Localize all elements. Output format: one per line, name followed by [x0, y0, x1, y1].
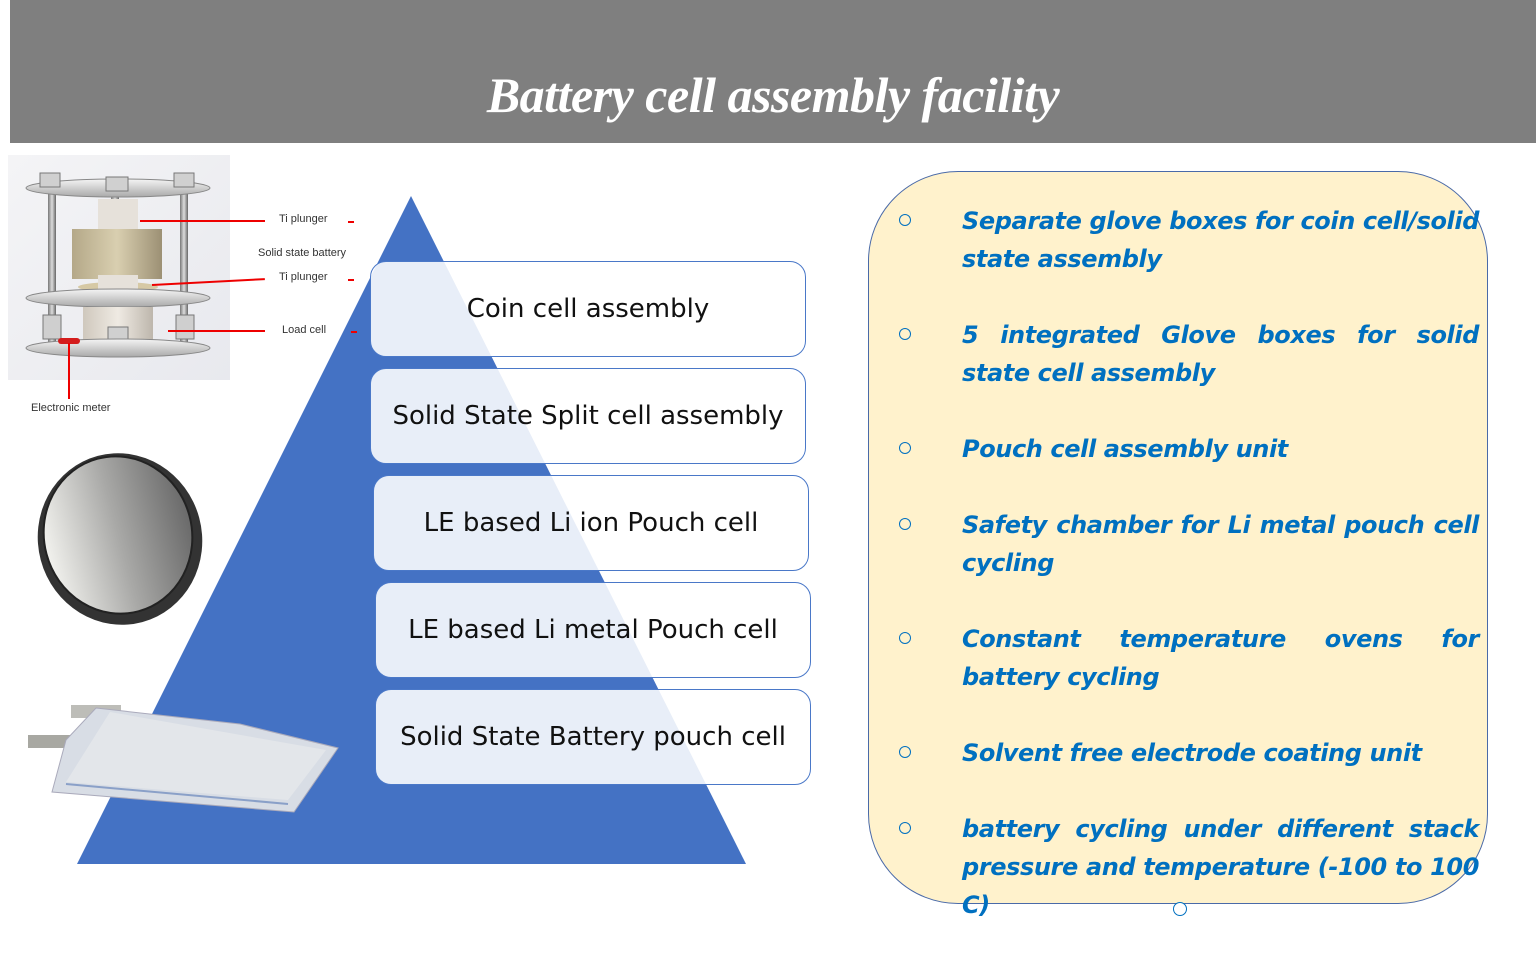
label-load-cell: Load cell [282, 324, 327, 336]
pouch-cell-image [28, 705, 339, 813]
facilities-list: Separate glove boxes for coin cell/solid… [899, 202, 1479, 962]
facilities-panel: Separate glove boxes for coin cell/solid… [868, 171, 1488, 919]
shape-resize-handle[interactable] [1173, 902, 1187, 916]
circle-bullet-icon [899, 746, 911, 758]
coin-cell-image [37, 453, 203, 625]
facility-item: battery cycling under different stack pr… [899, 810, 1479, 924]
split-cell-rig-illustration [25, 172, 211, 358]
circle-bullet-icon [899, 822, 911, 834]
circle-bullet-icon [899, 632, 911, 644]
level-label: Solid State Split cell assembly [392, 401, 784, 431]
pyramid-level-split-cell: Solid State Split cell assembly [370, 368, 806, 464]
dash-marker [348, 221, 354, 223]
level-label: LE based Li ion Pouch cell [423, 508, 759, 538]
pyramid-level-li-metal-pouch: LE based Li metal Pouch cell [375, 582, 811, 678]
label-solid-state-battery: Solid state battery [258, 247, 347, 259]
split-cell-rig-image [8, 155, 230, 380]
pyramid-level-li-ion-pouch: LE based Li ion Pouch cell [373, 475, 809, 571]
circle-bullet-icon [899, 328, 911, 340]
level-label: LE based Li metal Pouch cell [408, 615, 778, 645]
arrow-electronic-meter [68, 343, 70, 399]
circle-bullet-icon [899, 442, 911, 454]
facility-item: Constant temperature ovens for battery c… [899, 620, 1479, 696]
dash-marker [351, 331, 357, 333]
level-label: Coin cell assembly [466, 294, 710, 324]
title-banner: Battery cell assembly facility [10, 0, 1536, 143]
label-ti-plunger-top: Ti plunger [279, 213, 328, 225]
facility-item: Solvent free electrode coating unit [899, 734, 1479, 772]
label-ti-plunger-bottom: Ti plunger [279, 271, 328, 283]
arrow-ti-plunger-top [140, 220, 265, 222]
facility-item: Separate glove boxes for coin cell/solid… [899, 202, 1479, 278]
arrow-load-cell [168, 330, 265, 332]
level-label: Solid State Battery pouch cell [400, 722, 786, 752]
facility-item: Pouch cell assembly unit [899, 430, 1479, 468]
circle-bullet-icon [899, 214, 911, 226]
pyramid-level-solid-state-pouch: Solid State Battery pouch cell [375, 689, 811, 785]
label-electronic-meter: Electronic meter [31, 402, 111, 414]
facility-item: Safety chamber for Li metal pouch cell c… [899, 506, 1479, 582]
facility-item: 5 integrated Glove boxes for solid state… [899, 316, 1479, 392]
page-title: Battery cell assembly facility [486, 67, 1060, 123]
pyramid-level-coin-cell: Coin cell assembly [370, 261, 806, 357]
dash-marker [348, 279, 354, 281]
circle-bullet-icon [899, 518, 911, 530]
